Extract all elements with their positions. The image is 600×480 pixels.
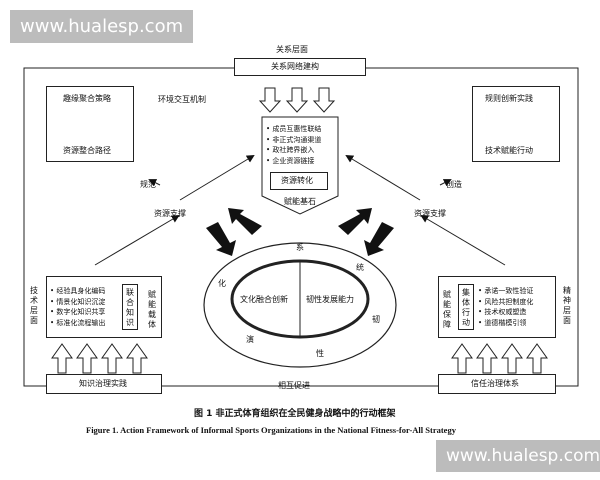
left-top-box: 趣缘聚合策略 资源整合路径 — [46, 86, 134, 162]
oval-char-hua: 化 — [218, 279, 226, 288]
right-item: • 技术权威塑造 — [478, 308, 527, 316]
trust-box — [438, 276, 556, 338]
resource-transform-label: 资源转化 — [281, 176, 313, 185]
mutual-promotion-label: 相互促进 — [278, 381, 310, 390]
left-top-box-bottom: 资源整合路径 — [63, 146, 111, 155]
network-box: 关系网络建构 — [234, 58, 366, 76]
trust-governance-box: 信任治理体系 — [438, 374, 556, 394]
left-top-box-top: 趣缘聚合策略 — [63, 94, 111, 103]
watermark-bottom: www.hualesp.com — [436, 440, 600, 472]
knowledge-box — [46, 276, 162, 338]
create-label: 创造 — [446, 180, 462, 189]
caption-en: Figure 1. Action Framework of Informal S… — [86, 425, 456, 435]
tech-level-label: 技术层面 — [30, 286, 38, 325]
joint-knowledge-label: 联合知识 — [126, 288, 134, 327]
joint-knowledge-box — [122, 284, 138, 330]
oval-char-xing: 性 — [316, 349, 324, 358]
empowerment-guarantee-label: 赋能保障 — [443, 290, 451, 329]
right-top-box-top: 规则创新实践 — [485, 94, 533, 103]
center-item: • 非正式沟通渠道 — [266, 135, 322, 144]
collective-action-box — [458, 284, 474, 330]
mechanism-label: 环境交互机制 — [158, 95, 206, 104]
left-item: • 经验具身化编码 — [50, 287, 106, 295]
right-item: • 道德楷模引领 — [478, 318, 527, 327]
oval-char-ren: 韧 — [372, 315, 380, 324]
right-item: • 承诺一致性验证 — [478, 287, 534, 295]
empowerment-carrier-label: 赋能载体 — [148, 290, 156, 329]
spirit-level-label: 精神层面 — [563, 286, 571, 325]
center-item: • 政社跨界嵌入 — [266, 146, 315, 154]
oval-char-yan: 演 — [246, 335, 254, 344]
right-item: • 风险共担制度化 — [478, 297, 534, 306]
watermark-top: www.hualesp.com — [10, 10, 194, 43]
network-label: 关系网络建构 — [271, 62, 319, 71]
right-item-list: • 承诺一致性验证 • 风险共担制度化 • 技术权威塑造 • 道德楷模引领 — [478, 286, 533, 328]
left-item: • 情景化知识沉淀 — [50, 297, 106, 306]
resilience-capacity-label: 韧性发展能力 — [306, 295, 354, 304]
left-item: • 标准化流程输出 — [50, 318, 106, 327]
knowledge-governance-box: 知识治理实践 — [46, 374, 162, 394]
norm-label: 规范 — [140, 180, 156, 189]
collective-action-label: 集体行动 — [462, 288, 470, 327]
oval-char-tong: 统 — [356, 263, 364, 272]
right-support-label: 资源支撑 — [414, 209, 446, 218]
left-item-list: • 经验具身化编码 • 情景化知识沉淀 • 数字化知识共享 • 标准化流程输出 — [50, 286, 105, 328]
right-top-box-bottom: 技术赋能行动 — [485, 146, 533, 155]
center-item: • 企业资源链接 — [266, 156, 315, 165]
left-item: • 数字化知识共享 — [50, 308, 106, 316]
trust-governance-label: 信任治理体系 — [471, 379, 519, 388]
knowledge-governance-label: 知识治理实践 — [79, 379, 127, 388]
oval-char-xi: 系 — [296, 243, 304, 252]
culture-innovation-label: 文化融合创新 — [240, 295, 288, 304]
left-support-label: 资源支撑 — [154, 209, 186, 218]
center-item-list: • 成员互惠性联结 • 非正式沟通渠道 • 政社跨界嵌入 • 企业资源链接 — [266, 124, 321, 166]
right-top-box: 规则创新实践 技术赋能行动 — [472, 86, 560, 162]
caption-cn: 图 1 非正式体育组织在全民健身战略中的行动框架 — [194, 409, 396, 419]
resource-transform-box: 资源转化 — [270, 172, 328, 190]
center-item: • 成员互惠性联结 — [266, 125, 322, 133]
empowerment-foundation-label: 赋能基石 — [284, 197, 316, 206]
top-label: 关系层面 — [276, 45, 308, 54]
